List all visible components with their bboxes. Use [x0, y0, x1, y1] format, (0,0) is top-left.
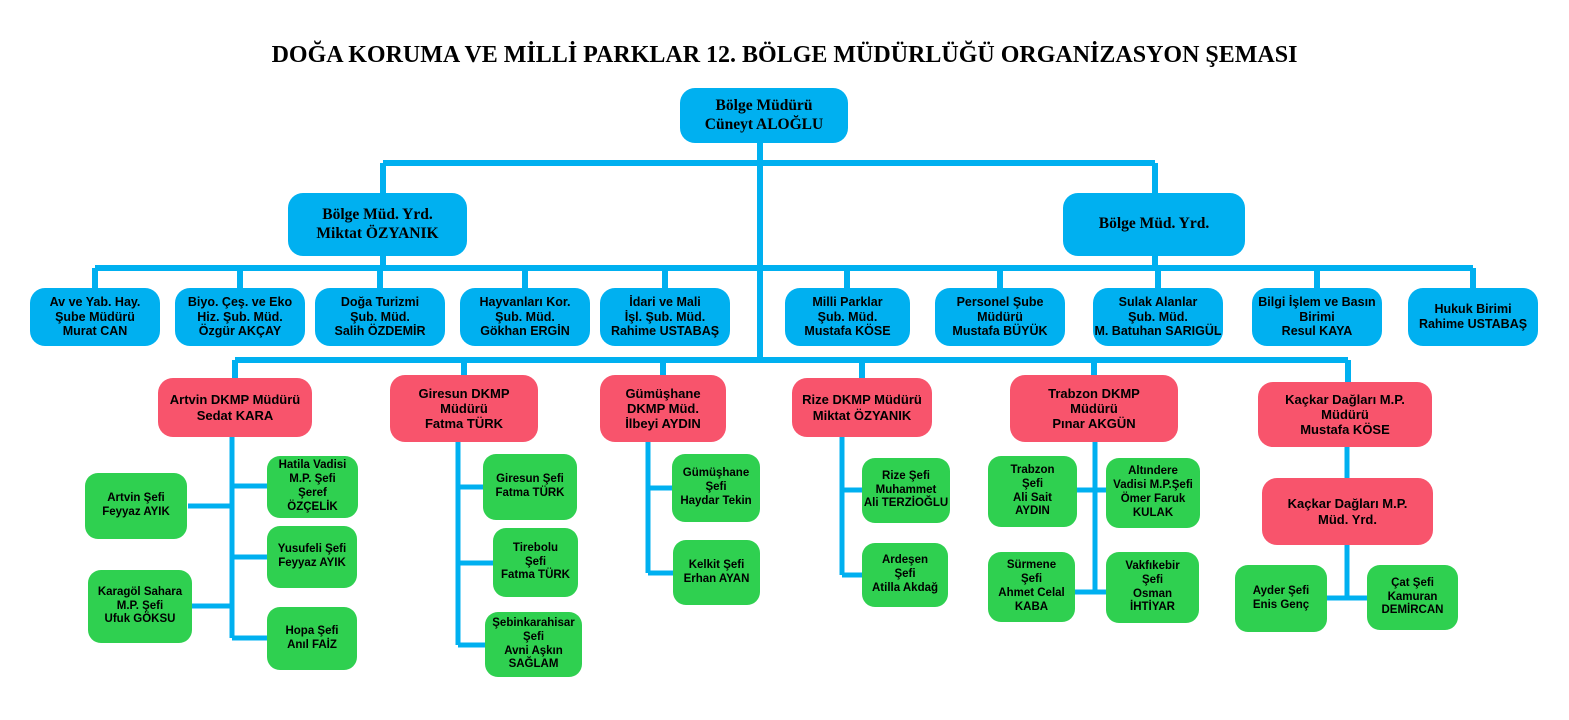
- node-tirebolu-sefi: Tirebolu Şefi Fatma TÜRK: [493, 528, 578, 597]
- node-artvin-sefi: Artvin Şefi Feyyaz AYIK: [85, 473, 187, 539]
- node-giresun-dkmp: Giresun DKMP Müdürü Fatma TÜRK: [390, 375, 538, 442]
- node-yusufeli-sefi: Yusufeli Şefi Feyyaz AYIK: [267, 526, 357, 588]
- node-hukuk-birimi: Hukuk Birimi Rahime USTABAŞ: [1408, 288, 1538, 346]
- node-rize-sefi: Rize Şefi Muhammet Ali TERZİOĞLU: [862, 458, 950, 523]
- node-idari-mali: İdari ve Mali İşl. Şub. Müd. Rahime USTA…: [600, 288, 730, 346]
- chart-title: DOĞA KORUMA VE MİLLİ PARKLAR 12. BÖLGE M…: [271, 42, 1298, 68]
- node-hatila-vadisi-sefi: Hatila Vadisi M.P. Şefi Şeref ÖZÇELİK: [267, 456, 358, 518]
- node-cat-sefi: Çat Şefi Kamuran DEMİRCAN: [1367, 565, 1458, 630]
- node-bolge-mud-yrd-2: Bölge Müd. Yrd.: [1063, 193, 1245, 256]
- node-hayvanlari-kor: Hayvanları Kor. Şub. Müd. Gökhan ERGİN: [460, 288, 590, 346]
- node-trabzon-dkmp: Trabzon DKMP Müdürü Pınar AKGÜN: [1010, 375, 1178, 442]
- node-trabzon-sefi: Trabzon Şefi Ali Sait AYDIN: [988, 456, 1077, 527]
- node-rize-dkmp: Rize DKMP Müdürü Miktat ÖZYANIK: [792, 378, 932, 437]
- node-artvin-dkmp: Artvin DKMP Müdürü Sedat KARA: [158, 378, 312, 437]
- node-ayder-sefi: Ayder Şefi Enis Genç: [1235, 565, 1327, 632]
- node-giresun-sefi: Giresun Şefi Fatma TÜRK: [483, 454, 577, 520]
- node-sulak-alanlar: Sulak Alanlar Şub. Müd. M. Batuhan SARIG…: [1093, 288, 1223, 346]
- node-karagol-sahara-sefi: Karagöl Sahara M.P. Şefi Ufuk GÖKSU: [88, 570, 192, 643]
- node-sebinkarahisar-sefi: Şebinkarahisar Şefi Avni Aşkın SAĞLAM: [485, 612, 582, 677]
- node-bolge-mud-yrd-1: Bölge Müd. Yrd. Miktat ÖZYANIK: [288, 193, 467, 256]
- node-vakfikebir-sefi: Vakfıkebir Şefi Osman İHTİYAR: [1106, 552, 1199, 623]
- node-av-yab-hay: Av ve Yab. Hay. Şube Müdürü Murat CAN: [30, 288, 160, 346]
- node-altindere-sefi: Altındere Vadisi M.P.Şefi Ömer Faruk KUL…: [1106, 458, 1200, 528]
- node-bilgi-islem-basin: Bilgi İşlem ve Basın Birimi Resul KAYA: [1252, 288, 1382, 346]
- node-biyo-ces-eko: Biyo. Çeş. ve Eko Hiz. Şub. Müd. Özgür A…: [175, 288, 305, 346]
- node-gumushane-dkmp: Gümüşhane DKMP Müd. İlbeyi AYDIN: [600, 375, 726, 442]
- node-kelkit-sefi: Kelkit Şefi Erhan AYAN: [673, 540, 760, 605]
- node-surmene-sefi: Sürmene Şefi Ahmet Celal KABA: [988, 552, 1075, 622]
- node-milli-parklar: Milli Parklar Şub. Müd. Mustafa KÖSE: [785, 288, 910, 346]
- node-ardesen-sefi: Ardeşen Şefi Atilla Akdağ: [862, 543, 948, 607]
- node-gumushane-sefi: Gümüşhane Şefi Haydar Tekin: [672, 454, 760, 522]
- node-personel-sube: Personel Şube Müdürü Mustafa BÜYÜK: [935, 288, 1065, 346]
- node-doga-turizmi: Doğa Turizmi Şub. Müd. Salih ÖZDEMİR: [315, 288, 445, 346]
- node-bolge-muduru: Bölge Müdürü Cüneyt ALOĞLU: [680, 88, 848, 143]
- node-kackar-mp-yrd: Kaçkar Dağları M.P. Müd. Yrd.: [1262, 478, 1433, 545]
- node-hopa-sefi: Hopa Şefi Anıl FAİZ: [267, 607, 357, 670]
- node-kackar-mp: Kaçkar Dağları M.P. Müdürü Mustafa KÖSE: [1258, 382, 1432, 447]
